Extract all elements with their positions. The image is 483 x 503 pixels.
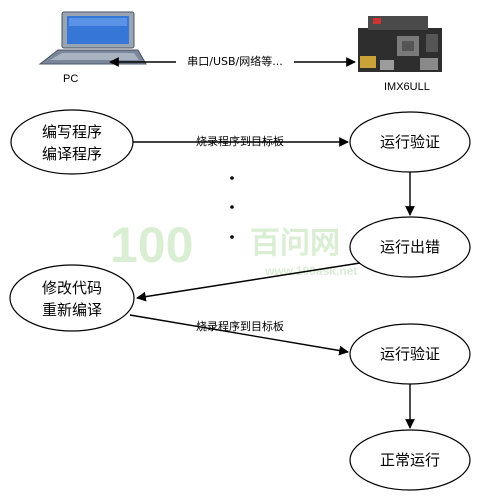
node-modify-recompile-line1: 修改代码	[42, 279, 102, 297]
edge-error-to-modify	[136, 262, 361, 302]
watermark-digits: 100	[110, 217, 193, 273]
edge-burn-1-label: 烧录程序到目标板	[196, 134, 284, 148]
laptop-icon	[38, 11, 147, 65]
node-modify-recompile-line2: 重新编译	[42, 301, 102, 319]
watermark-brand: 百问网	[250, 226, 340, 261]
node-write-compile-line1: 编写程序	[42, 123, 102, 141]
node-run-verify-1-label: 运行验证	[380, 133, 440, 151]
edge-burn-2-label: 烧录程序到目标板	[196, 319, 284, 333]
board-label: IMX6ULL	[384, 81, 430, 93]
node-write-compile	[10, 109, 134, 175]
node-run-ok-label: 正常运行	[380, 451, 440, 469]
node-run-error	[349, 216, 471, 278]
node-run-verify-2-label: 运行验证	[380, 345, 440, 363]
pc-label: PC	[63, 73, 78, 85]
node-write-compile-line2: 编译程序	[42, 145, 102, 163]
ellipsis-dots	[230, 176, 234, 239]
board-image	[358, 16, 442, 72]
link-label: 串口/USB/网络等...	[187, 54, 282, 68]
node-run-ok	[349, 429, 471, 491]
node-run-error-label: 运行出错	[380, 238, 440, 256]
edge-burn-2	[129, 314, 349, 356]
node-modify-recompile	[9, 264, 135, 332]
